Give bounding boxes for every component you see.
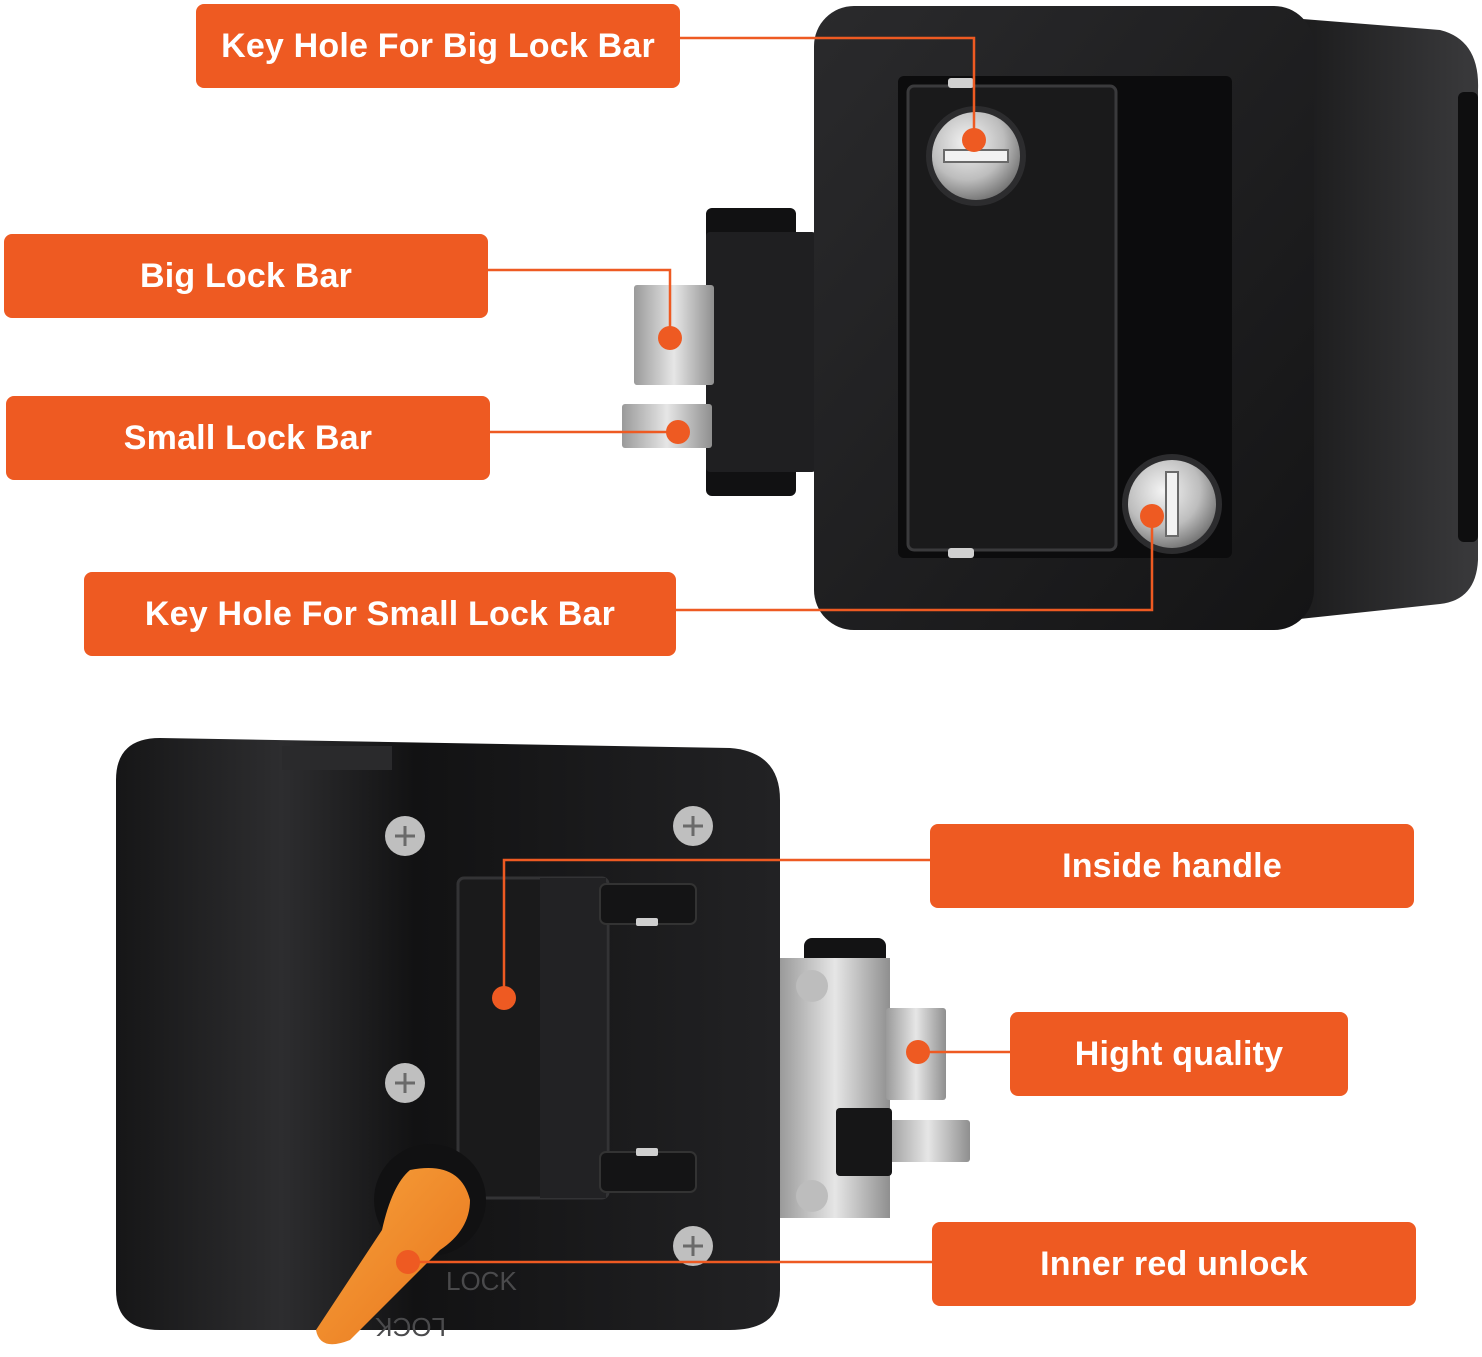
inside-handle-hinge-bottom [599, 1151, 697, 1193]
callout-big-lock-bar: Big Lock Bar [4, 234, 488, 318]
leader-inside-handle [502, 858, 930, 996]
bottom-small-bar [886, 1120, 970, 1162]
callout-key-hole-big-label: Key Hole For Big Lock Bar [221, 26, 655, 65]
hinge-pin [636, 918, 658, 926]
callout-inner-red-unlock: Inner red unlock [932, 1222, 1416, 1306]
screw-slot-icon [395, 826, 415, 846]
inside-handle-shade [540, 878, 606, 1198]
dot-key-hole-big-icon [962, 128, 986, 152]
callout-inside-handle: Inside handle [930, 824, 1414, 908]
top-lock-flange [1290, 18, 1479, 620]
hinge-pin-bottom [948, 548, 974, 558]
dot-small-lock-bar-icon [666, 420, 690, 444]
latch-housing [706, 232, 816, 472]
callout-key-hole-small-label: Key Hole For Small Lock Bar [144, 594, 616, 633]
top-lock-flange-edge [1458, 92, 1478, 542]
top-lock [622, 6, 1479, 630]
dot-big-lock-bar-icon [658, 326, 682, 350]
hinge-pin-top [948, 78, 974, 88]
screw-slot-icon [395, 1073, 415, 1093]
small-lock-bar [622, 404, 712, 448]
red-unlock-lever [316, 1168, 470, 1345]
bottom-lock: LOCK LOCK [116, 738, 970, 1345]
callout-high-quality-label: Hight quality [1074, 1034, 1284, 1073]
dot-high-quality-icon [906, 1040, 930, 1064]
callout-big-lock-bar-label: Big Lock Bar [139, 256, 353, 295]
screw-slot-icon [683, 1236, 703, 1256]
lever-engraving-bottom: LOCK [375, 1312, 446, 1342]
callout-key-hole-small: Key Hole For Small Lock Bar [84, 572, 676, 656]
dot-inner-red-unlock-icon [396, 1250, 420, 1274]
screw-slot-icon [683, 816, 703, 836]
dot-key-hole-small-icon [1140, 504, 1164, 528]
backplate-top-tab [282, 746, 392, 770]
hinge-pin [636, 1148, 658, 1156]
keyhole-small-slot [1165, 471, 1179, 537]
lever-engraving-top: LOCK [446, 1266, 517, 1296]
bracket-screw-bottom-icon [796, 1180, 828, 1212]
leader-key-hole-big [680, 36, 976, 140]
leader-key-hole-small [676, 516, 1154, 612]
dot-inside-handle-icon [492, 986, 516, 1010]
leader-dots [396, 128, 1164, 1274]
callout-key-hole-big: Key Hole For Big Lock Bar [196, 4, 680, 88]
callout-inside-handle-label: Inside handle [1062, 846, 1282, 885]
leader-big-lock-bar [488, 268, 672, 336]
leader-lines [408, 36, 1154, 1264]
callout-small-lock-bar-label: Small Lock Bar [123, 418, 373, 457]
screw-icons [385, 806, 713, 1266]
bracket-screw-top-icon [796, 970, 828, 1002]
bottom-latch-cap [836, 1108, 892, 1176]
callout-small-lock-bar: Small Lock Bar [6, 396, 490, 480]
callout-high-quality: Hight quality [1010, 1012, 1348, 1096]
callout-inner-red-unlock-label: Inner red unlock [1040, 1244, 1308, 1283]
mounting-bracket [780, 958, 890, 1218]
